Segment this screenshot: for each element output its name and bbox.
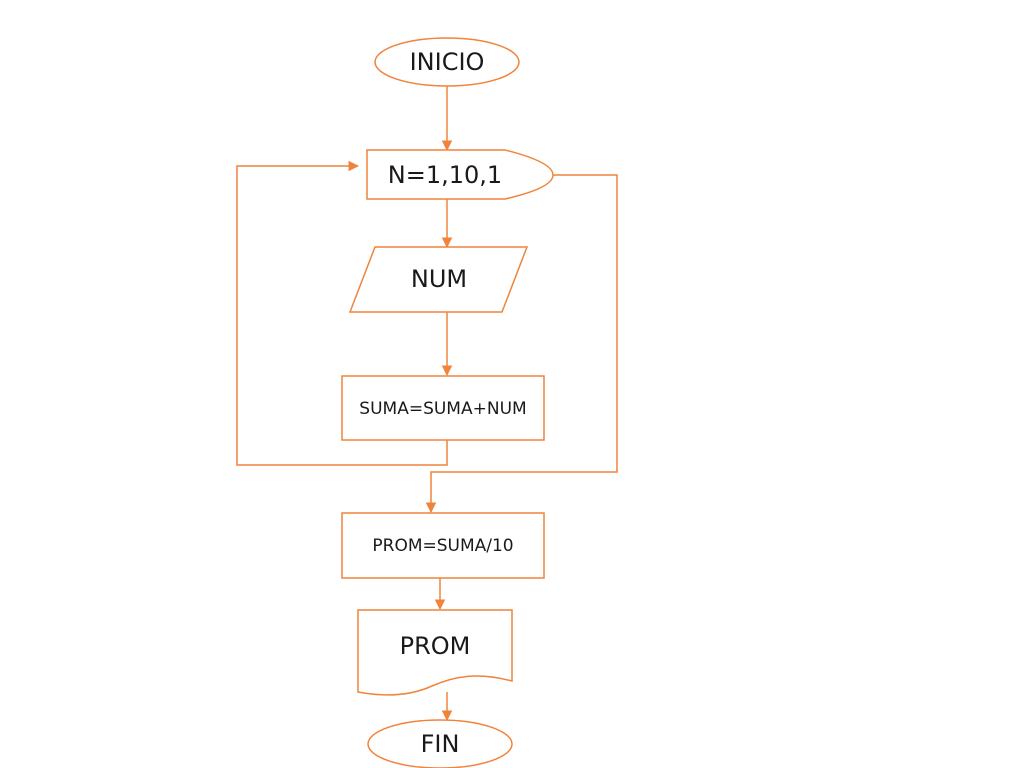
avg-process-label: PROM=SUMA/10 [372, 536, 513, 556]
sum-process-shape [341, 375, 545, 441]
end-terminator-shape [367, 719, 513, 768]
sum-process-node: SUMA=SUMA+NUM [341, 375, 545, 441]
edge-loop-exit [425, 174, 618, 514]
loop-node: N=1,10,1 [366, 149, 554, 200]
input-node: NUM [348, 246, 529, 313]
avg-process-node: PROM=SUMA/10 [341, 512, 545, 579]
loop-label: N=1,10,1 [388, 161, 502, 189]
start-terminator-shape [374, 37, 520, 87]
loop-shape [366, 149, 554, 200]
input-parallelogram-shape [348, 246, 529, 313]
end-label: FIN [421, 730, 460, 758]
output-label: PROM [400, 632, 471, 660]
start-node: INICIO [374, 37, 520, 87]
edge-loop-back [236, 160, 448, 466]
avg-process-shape [341, 512, 545, 579]
start-label: INICIO [410, 48, 485, 76]
output-node: PROM [357, 609, 513, 696]
sum-process-label: SUMA=SUMA+NUM [359, 399, 526, 419]
output-document-shape [357, 609, 513, 696]
end-node: FIN [367, 719, 513, 768]
input-label: NUM [411, 265, 467, 293]
